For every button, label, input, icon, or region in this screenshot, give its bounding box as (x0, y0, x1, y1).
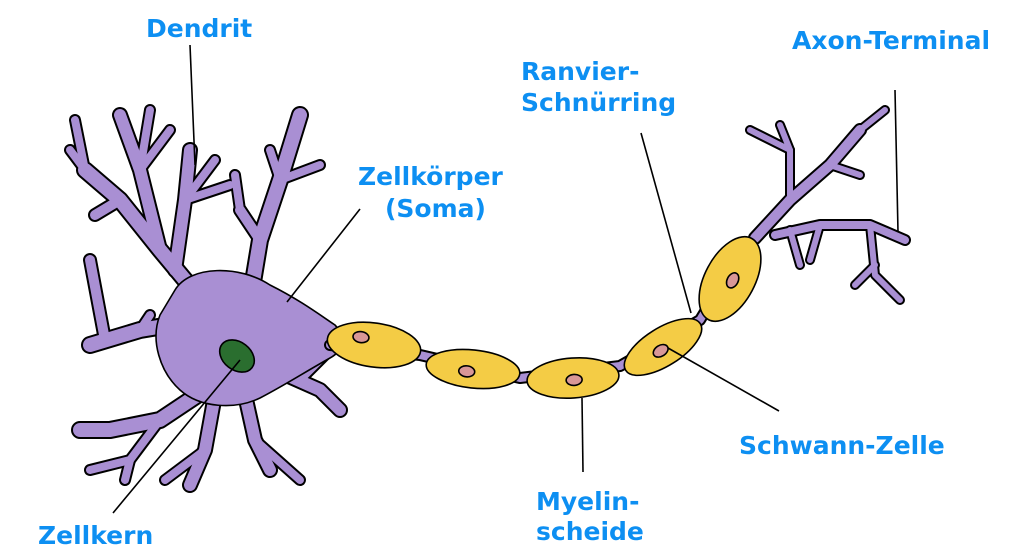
schwann-nucleus (652, 343, 669, 358)
label-myelin-line1: Myelin- (536, 487, 639, 516)
label-ranvier-line1: Ranvier- (521, 57, 639, 86)
labels: Dendrit Axon-Terminal Ranvier- Schnürrin… (38, 14, 990, 550)
schwann-nucleus (565, 373, 583, 387)
dendrite-fill (66, 106, 346, 491)
dendrites (64, 104, 348, 493)
label-myelin-line2: scheide (536, 517, 644, 546)
schwann-nucleus (352, 330, 370, 344)
soma (155, 269, 343, 407)
leader-zellkern (112, 359, 241, 514)
axon-terminal (745, 105, 911, 305)
myelin-sheath (326, 235, 762, 400)
label-zellkoerper-line1: Zellkörper (358, 162, 504, 191)
schwann-cell (425, 348, 521, 390)
schwann-cell (698, 235, 762, 323)
label-axon-terminal: Axon-Terminal (792, 26, 990, 55)
schwann-nucleus (725, 272, 740, 289)
leader-lines (112, 44, 899, 514)
leader-myelin (581, 397, 584, 473)
label-zellkoerper-line2: (Soma) (385, 194, 486, 223)
leader-schwann (667, 347, 780, 412)
schwann-nucleus (457, 365, 476, 378)
schwann-cell (326, 321, 422, 369)
label-zellkern: Zellkern (38, 521, 153, 550)
leader-zellkoerper (286, 208, 361, 303)
label-ranvier-line2: Schnürring (521, 88, 676, 117)
leader-dendrit (189, 44, 196, 166)
label-schwann: Schwann-Zelle (739, 431, 945, 460)
leader-ranvier (640, 132, 692, 314)
schwann-cell (526, 356, 620, 400)
schwann-cell (623, 317, 703, 377)
leader-axon-terminal (894, 89, 899, 233)
label-dendrit: Dendrit (146, 14, 252, 43)
soma-nucleus (218, 339, 256, 373)
